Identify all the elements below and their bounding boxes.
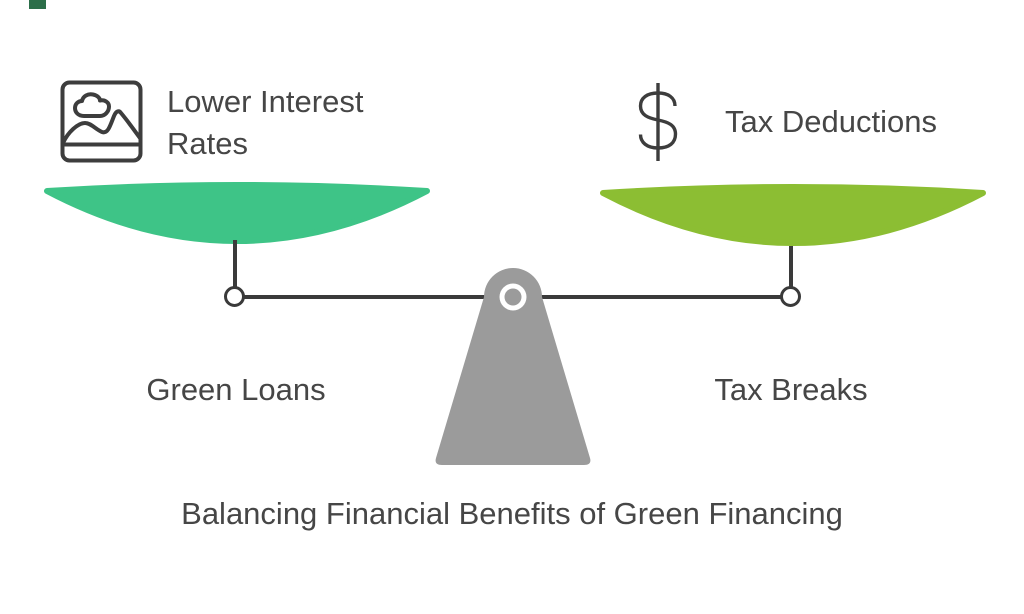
picture-icon bbox=[60, 80, 143, 163]
right-scale-pan-shape bbox=[600, 184, 986, 246]
fulcrum bbox=[435, 268, 591, 465]
right-pan-heading: Tax Deductions bbox=[725, 104, 937, 139]
caption-title: Balancing Financial Benefits of Green Fi… bbox=[181, 496, 843, 531]
fulcrum-body bbox=[435, 268, 591, 465]
left-beam-joint bbox=[224, 286, 245, 307]
dollar-icon bbox=[638, 83, 678, 161]
picture-icon-strokes bbox=[60, 80, 143, 163]
pivot-ring-inner bbox=[504, 288, 522, 306]
right-pan-label: Tax Breaks bbox=[714, 372, 868, 407]
left-pan-heading: Lower Interest Rates bbox=[167, 84, 364, 161]
right-scale-pan bbox=[600, 184, 986, 246]
dollar-icon-strokes bbox=[638, 83, 678, 161]
left-pan-label: Green Loans bbox=[146, 372, 326, 407]
corner-marker bbox=[29, 0, 46, 9]
left-scale-pan bbox=[44, 182, 430, 244]
left-hanger-line bbox=[233, 240, 237, 290]
left-scale-pan-shape bbox=[44, 182, 430, 244]
right-beam-joint bbox=[780, 286, 801, 307]
right-hanger-line bbox=[789, 246, 793, 290]
